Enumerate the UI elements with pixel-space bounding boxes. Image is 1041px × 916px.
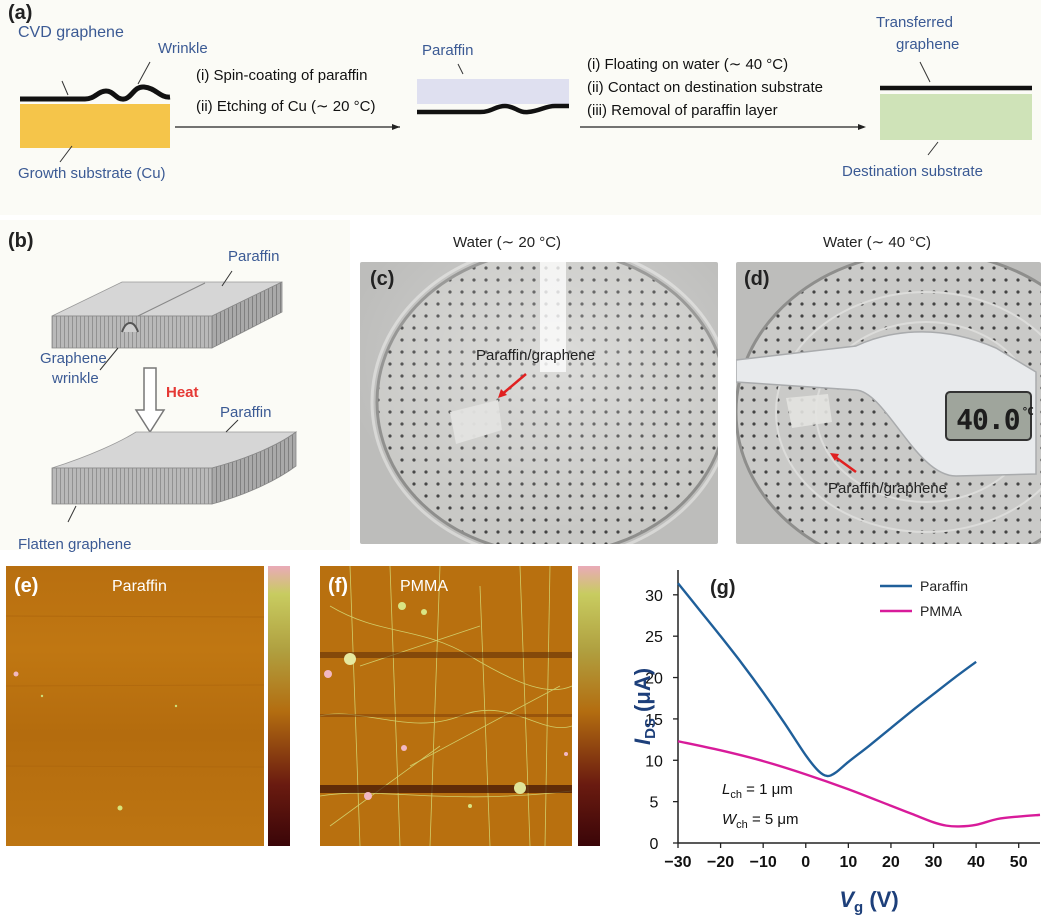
panel-c-annotation: Paraffin/graphene [476,347,595,364]
panel-g-label: (g) [710,577,736,599]
destination-substrate [880,94,1032,140]
step1-line2: (ii) Etching of Cu (∼ 20 °C) [196,98,376,115]
legend-label-pmma: PMMA [920,603,963,619]
annotation-l-ch: Lch = 1 μm [722,781,793,801]
x-tick-label: 40 [967,854,985,871]
paraffin-graphene-film-c [450,400,502,444]
transferred-label-1: Transferred [876,14,953,31]
transferred-label-2: graphene [896,36,960,53]
panel-d-annotation: Paraffin/graphene [828,480,947,497]
y-tick-label: 20 [645,671,663,688]
paraffin-label-a: Paraffin [422,42,474,59]
x-tick-label: 30 [925,854,943,871]
panel-d-title: Water (∼ 40 °C) [823,234,932,251]
x-tick-label: −10 [750,854,777,871]
x-tick-label: 10 [839,854,857,871]
thermometer-display: 40.0°C [952,395,1037,443]
panel-b-schematic [51,270,298,523]
panel-c-label: (c) [370,268,395,290]
paraffin-layer [417,79,569,104]
cvd-graphene-line [20,84,171,102]
panel-d-label: (d) [744,268,770,290]
panel-c-photo [360,262,718,544]
panel-e-title: Paraffin [112,578,167,595]
heat-label: Heat [166,384,199,401]
graphene-under-paraffin [417,103,569,115]
panel-f-title: PMMA [400,578,448,595]
heat-arrow-icon [134,367,166,434]
panel-a [0,0,1041,215]
series-line-pmma [677,740,1041,828]
growth-substrate-label: Growth substrate (Cu) [18,165,166,182]
x-tick-label: 20 [882,854,900,871]
afm-colorbar-f [578,566,600,846]
wrinkle-label: Wrinkle [158,40,208,57]
x-tick-label: 0 [801,854,810,871]
thermometer-reading: 40.0 [956,402,1020,436]
flatten-graphene-label: Flatten graphene [18,536,132,553]
paraffin-label-b-bottom: Paraffin [220,404,272,421]
y-tick-label: 30 [645,588,663,605]
chart-iv-curves: −30 −20 −10 0 10 20 30 40 50 0 5 10 15 20 25 30 Paraffin… [630,570,1041,916]
paraffin-block-flat [51,431,298,505]
graphene-wrinkle-label-2: wrinkle [52,370,99,387]
paraffin-graphene-film-d [786,394,832,428]
panel-d-photo [736,262,1041,544]
panel-f-label: (f) [328,575,348,597]
panel-a-label: (a) [8,2,33,24]
y-tick-label: 25 [645,629,663,646]
paraffin-label-b-top: Paraffin [228,248,280,265]
series-line-paraffin [677,582,977,778]
x-tick-label: 50 [1010,854,1028,871]
x-axis-title: Vg (V) [839,887,898,916]
y-tick-label: 5 [650,795,659,812]
y-tick-label: 10 [645,753,663,770]
x-tick-label: −30 [664,854,691,871]
afm-image-paraffin [6,566,264,846]
paraffin-block-wrinkled [51,281,283,349]
afm-colorbar-e [268,566,290,846]
y-axis-title: IDS (μA) [630,668,659,745]
panel-e-label: (e) [14,575,39,597]
step2-line3: (iii) Removal of paraffin layer [587,102,778,119]
panel-c-title: Water (∼ 20 °C) [453,234,562,251]
y-tick-label: 15 [645,712,663,729]
water-dish-photo-d [736,262,1041,544]
growth-substrate [20,104,170,148]
step2-line1: (i) Floating on water (∼ 40 °C) [587,56,789,73]
y-tick-label: 0 [650,836,659,853]
destination-label: Destination substrate [842,163,983,180]
graphene-wrinkle-label-1: Graphene [40,350,107,367]
step1-line1: (i) Spin-coating of paraffin [196,67,368,84]
legend-label-paraffin: Paraffin [920,578,968,594]
panel-a-schematic [20,61,1032,163]
water-dish-photo-c [360,262,718,544]
thermometer-unit: °C [1021,404,1034,418]
step2-line2: (ii) Contact on destination substrate [587,79,823,96]
cvd-graphene-label: CVD graphene [18,24,124,41]
annotation-w-ch: Wch = 5 μm [722,811,799,831]
x-tick-label: −20 [707,854,734,871]
panel-b-label: (b) [8,230,34,252]
afm-image-pmma [320,566,572,846]
